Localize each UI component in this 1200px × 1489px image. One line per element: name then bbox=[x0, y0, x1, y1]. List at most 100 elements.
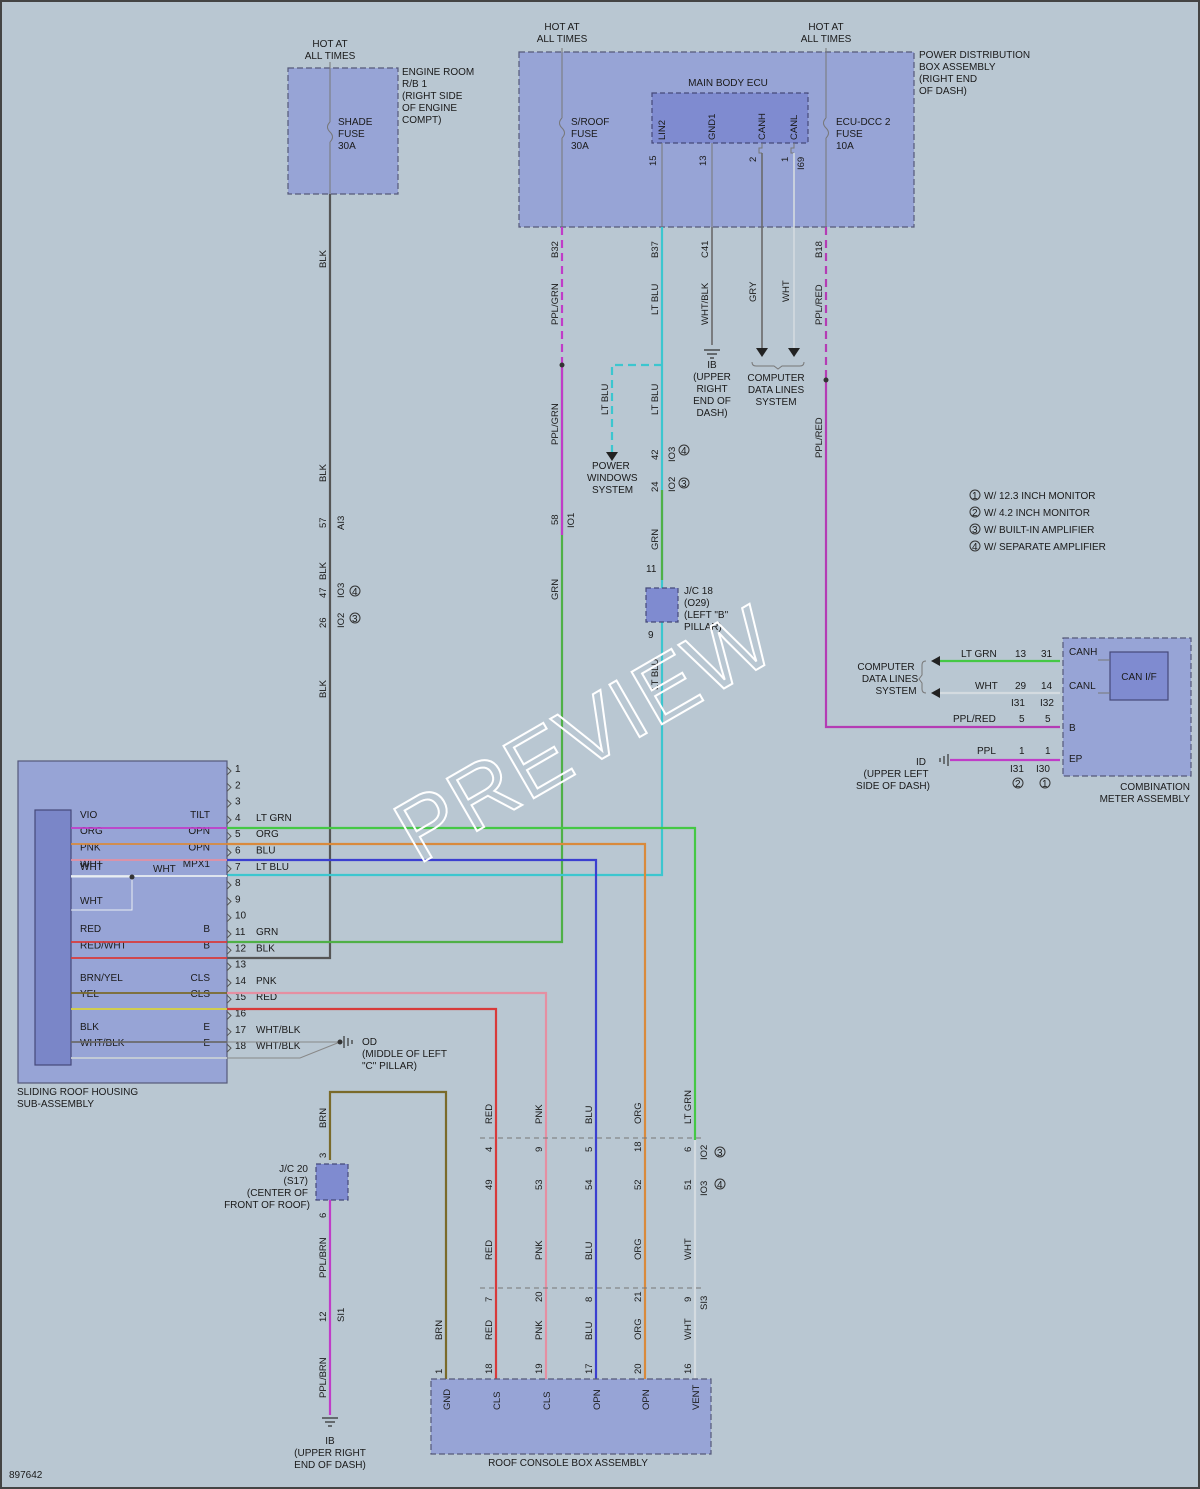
meter-label: COMBINATION bbox=[1120, 782, 1190, 793]
conn-num: 47 bbox=[318, 587, 329, 598]
conn-label: IO3 bbox=[699, 1181, 710, 1196]
arrow-icon bbox=[788, 348, 800, 357]
wire-label: PPL/RED bbox=[814, 417, 825, 458]
sliding-pin-wire: WHT/BLK bbox=[256, 1025, 301, 1036]
console-num-low: 7 bbox=[484, 1297, 495, 1302]
console-pin-name: CLS bbox=[492, 1392, 503, 1410]
sliding-pin-wire: RED bbox=[256, 992, 277, 1003]
id-ground-label: SIDE OF DASH) bbox=[856, 781, 930, 792]
pin-chevron-icon bbox=[226, 913, 232, 923]
wire-label: LT BLU bbox=[650, 384, 661, 415]
console-num-top: 6 bbox=[683, 1147, 694, 1152]
conn-label: AI3 bbox=[336, 516, 347, 530]
sliding-pin-num: 14 bbox=[235, 976, 247, 987]
conn-num: 6 bbox=[318, 1213, 329, 1218]
ib-label: RIGHT bbox=[696, 384, 727, 395]
wire-label: GRY bbox=[748, 281, 759, 302]
console-num-mid: 54 bbox=[584, 1179, 595, 1190]
sliding-pin-num: 17 bbox=[235, 1025, 247, 1036]
hot-label-1: HOT AT bbox=[312, 39, 347, 50]
sliding-pin-num: 7 bbox=[235, 862, 241, 873]
console-wire-low: ORG bbox=[633, 1318, 644, 1340]
inner-wire-label: WHT bbox=[80, 862, 103, 873]
console-pin-num: 19 bbox=[534, 1363, 545, 1374]
power-windows-label: SYSTEM bbox=[592, 485, 633, 496]
meter-pin-name: CANH bbox=[1069, 647, 1097, 658]
wire-label: PPL/BRN bbox=[318, 1237, 329, 1278]
meter-label: METER ASSEMBLY bbox=[1100, 794, 1191, 805]
wire-label: PPL bbox=[977, 746, 996, 757]
conn-label: IO2 bbox=[699, 1145, 710, 1160]
circle-num: 1 bbox=[1042, 779, 1048, 790]
sliding-pin-num: 1 bbox=[235, 764, 241, 775]
pin-chevron-icon bbox=[226, 848, 232, 857]
sliding-roof-motor bbox=[34, 809, 72, 1066]
sliding-roof-label: SUB-ASSEMBLY bbox=[17, 1099, 94, 1110]
conn-label: SI1 bbox=[336, 1308, 347, 1322]
pin-chevron-icon bbox=[226, 799, 232, 808]
console-num-top: 9 bbox=[534, 1147, 545, 1152]
conn-num: 57 bbox=[318, 517, 329, 528]
wire-brn-gnd bbox=[328, 1090, 448, 1380]
ecu-pin-num: 13 bbox=[698, 155, 709, 166]
sliding-pin-wire: BLK bbox=[256, 943, 275, 954]
preview-watermark: PREVIEW bbox=[378, 586, 791, 882]
console-wire-top: LT GRN bbox=[683, 1090, 694, 1124]
wire-blk-shade bbox=[227, 194, 332, 960]
comp-data-label: SYSTEM bbox=[755, 397, 796, 408]
jc20-label: FRONT OF ROOF) bbox=[224, 1200, 310, 1211]
legend-num: 1 bbox=[972, 491, 978, 502]
wire-red-15 bbox=[227, 1007, 498, 1140]
wire-ltblu-pw bbox=[610, 363, 662, 452]
hot-label-1: HOT AT bbox=[544, 22, 579, 33]
sliding-terminal: CLS bbox=[191, 989, 211, 1000]
wire-label: WHT bbox=[975, 681, 998, 692]
console-wire-top: PNK bbox=[534, 1104, 545, 1124]
sliding-pin-num: 18 bbox=[235, 1041, 247, 1052]
console-pin-name: CLS bbox=[542, 1392, 553, 1410]
sliding-inner-wire: BLK bbox=[80, 1022, 99, 1033]
sroof-fuse-label: S/ROOF bbox=[571, 117, 609, 128]
wire-label: BLK bbox=[318, 679, 329, 698]
conn-label: I31 bbox=[1010, 764, 1024, 775]
console-num-mid: 51 bbox=[683, 1179, 694, 1190]
ecu-pin-num: 15 bbox=[648, 155, 659, 166]
sliding-terminal: CLS bbox=[191, 973, 211, 984]
conn-num: 9 bbox=[648, 630, 654, 641]
sliding-pin-num: 5 bbox=[235, 829, 241, 840]
sliding-pin-wire: GRN bbox=[256, 927, 278, 938]
wire-label: LT BLU bbox=[650, 284, 661, 315]
console-wire-mid: RED bbox=[484, 1240, 495, 1260]
conn-num: 1 bbox=[1045, 746, 1051, 757]
pin-chevron-icon bbox=[226, 978, 232, 988]
sliding-pin-wire: LT BLU bbox=[256, 862, 289, 873]
sliding-pin-wire: ORG bbox=[256, 829, 279, 840]
ib-label: END OF bbox=[693, 396, 731, 407]
sliding-inner-wire: VIO bbox=[80, 810, 97, 821]
conn-label: I31 bbox=[1011, 698, 1025, 709]
ib-label: (UPPER bbox=[693, 372, 731, 383]
console-num-top: 5 bbox=[584, 1147, 595, 1152]
hot-label-2: ALL TIMES bbox=[305, 51, 356, 62]
wire-label: BLK bbox=[318, 561, 329, 580]
wire-grn-11 bbox=[227, 365, 564, 944]
console-num-low: 21 bbox=[633, 1291, 644, 1302]
engine-room-label: OF ENGINE bbox=[402, 103, 457, 114]
ground-icon bbox=[343, 1036, 353, 1048]
pin-chevron-icon bbox=[226, 864, 232, 874]
console-wire-low: RED bbox=[484, 1320, 495, 1340]
sliding-roof-housing: SLIDING ROOF HOUSING SUB-ASSEMBLY bbox=[17, 760, 228, 1110]
sliding-inner-wire: RED bbox=[80, 924, 101, 935]
conn-label: I30 bbox=[1036, 764, 1050, 775]
sliding-terminal: B bbox=[203, 924, 210, 935]
circle-num: 4 bbox=[717, 1180, 723, 1191]
wire-ppl-red bbox=[824, 380, 1060, 729]
engine-room-rb-box bbox=[287, 67, 399, 195]
console-wire-mid: WHT bbox=[683, 1238, 694, 1260]
engine-room-label: R/B 1 bbox=[402, 79, 427, 90]
ecu-pin-name: GND1 bbox=[707, 114, 718, 140]
hot-label-2: ALL TIMES bbox=[537, 34, 588, 45]
sliding-terminal: B bbox=[203, 940, 210, 951]
sliding-pin-num: 8 bbox=[235, 878, 241, 889]
od-ground-label: "C" PILLAR) bbox=[362, 1061, 417, 1072]
